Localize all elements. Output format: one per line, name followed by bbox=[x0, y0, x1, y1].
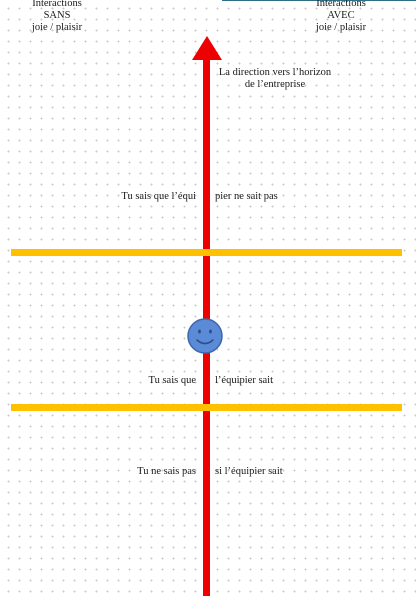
bottom-zone-right-text: si l’équipier sait bbox=[215, 466, 283, 477]
middle-zone-right-text: l’équipier sait bbox=[215, 375, 274, 386]
direction-arrow-head bbox=[192, 36, 222, 60]
left-header-line3: joie / plaisir bbox=[31, 22, 83, 33]
bottom-zone-left-text: Tu ne sais pas bbox=[137, 466, 196, 477]
top-zone-right-text: pier ne sait pas bbox=[215, 191, 278, 202]
right-header-line1: Interactions bbox=[316, 0, 366, 9]
top-zone-left-text: Tu sais que l’équi bbox=[121, 191, 196, 202]
direction-label: La direction vers l’horizon de l’entrepr… bbox=[213, 67, 337, 91]
direction-label-line2: de l’entreprise bbox=[244, 79, 306, 90]
left-header: Interactions SANS joie / plaisir bbox=[14, 0, 100, 34]
top-rule bbox=[222, 0, 416, 1]
left-header-line2: SANS bbox=[43, 10, 71, 21]
lower-boundary-line bbox=[11, 404, 402, 411]
middle-zone-left-text: Tu sais que bbox=[148, 375, 196, 386]
left-header-line1: Interactions bbox=[32, 0, 82, 9]
right-header-line3: joie / plaisir bbox=[315, 22, 367, 33]
right-header-line2: AVEC bbox=[327, 10, 355, 21]
upper-boundary-line bbox=[11, 249, 402, 256]
direction-label-line1: La direction vers l’horizon bbox=[218, 67, 332, 78]
smiley-icon bbox=[187, 318, 223, 354]
right-header: Interactions AVEC joie / plaisir bbox=[298, 0, 384, 34]
